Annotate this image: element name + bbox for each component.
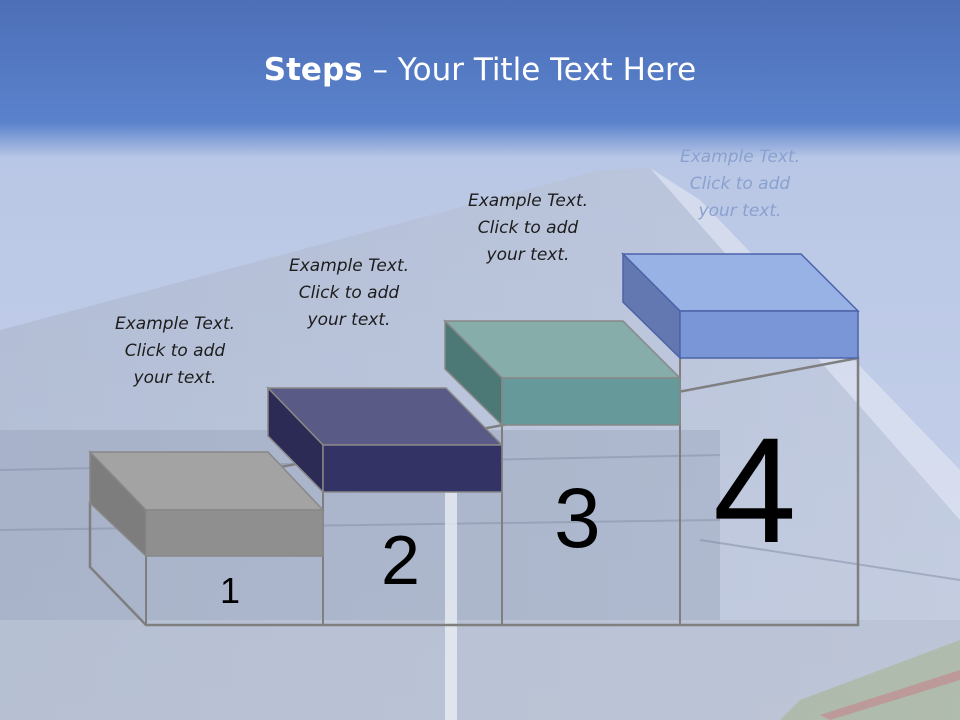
caption-line: Example Text. [114, 314, 236, 334]
step-caption-3[interactable]: Example Text. Click to add your text. [438, 188, 618, 269]
caption-line: your text. [486, 245, 570, 265]
step-block-1[interactable] [88, 450, 325, 558]
step-number-3: 3 [554, 471, 601, 565]
step-block-4[interactable] [621, 252, 860, 360]
step-caption-4[interactable]: Example Text. Click to add your text. [650, 144, 830, 225]
step-number-1: 1 [220, 570, 241, 611]
step-block-3[interactable] [443, 319, 682, 427]
step-block-3-front [501, 377, 681, 426]
caption-line: Click to add [689, 174, 791, 194]
page-title[interactable]: Steps – Your Title Text Here [0, 52, 960, 88]
title-rest: – Your Title Text Here [362, 52, 697, 88]
caption-line: Click to add [298, 283, 400, 303]
caption-line: your text. [133, 368, 217, 388]
step-block-2-front [322, 444, 503, 493]
title-bold: Steps [263, 52, 363, 88]
caption-line: your text. [307, 310, 391, 330]
caption-line: Click to add [124, 341, 226, 361]
step-number-2: 2 [381, 521, 420, 599]
step-caption-1[interactable]: Example Text. Click to add your text. [85, 311, 265, 392]
step-caption-2[interactable]: Example Text. Click to add your text. [259, 253, 439, 334]
caption-line: Example Text. [467, 191, 589, 211]
caption-line: your text. [698, 201, 782, 221]
step-block-2[interactable] [266, 386, 504, 494]
caption-line: Click to add [477, 218, 579, 238]
step-number-4: 4 [713, 406, 797, 574]
step-block-4-front [679, 310, 859, 359]
caption-line: Example Text. [679, 147, 801, 167]
step-block-1-front [145, 509, 324, 557]
caption-line: Example Text. [288, 256, 410, 276]
